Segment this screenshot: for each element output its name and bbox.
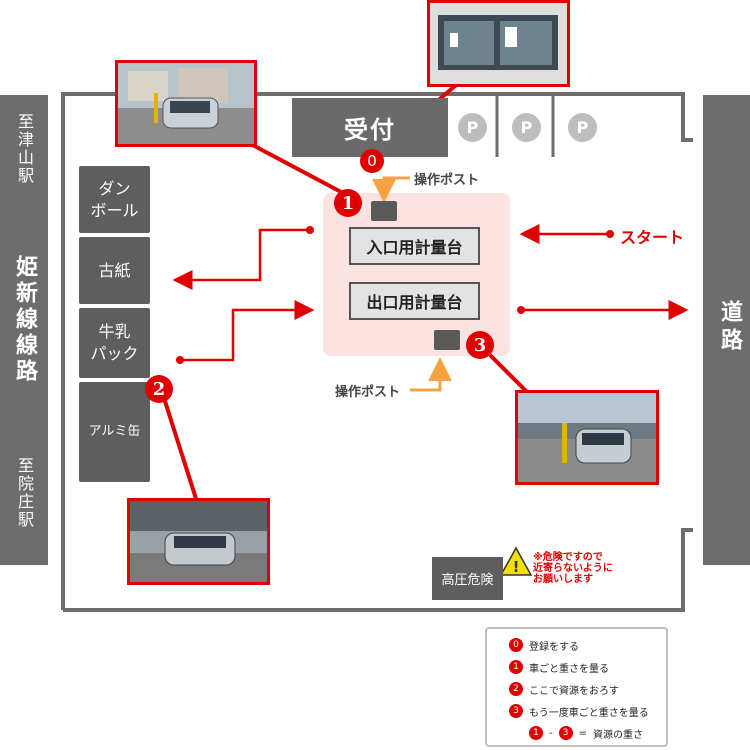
legend-item: 0 登録をする: [487, 634, 666, 656]
step-marker-1: 1: [334, 189, 362, 217]
legend-number: 3: [558, 726, 573, 740]
bin-aluminum-can: アルミ缶: [79, 382, 150, 482]
reception-photo: [430, 3, 567, 84]
parking-icon: P: [568, 113, 597, 142]
legend-number: 3: [509, 704, 523, 718]
photo-exit-scale: [515, 390, 659, 485]
legend-item: 3 もう一度車ごと重さを量る: [487, 700, 666, 722]
reception-label: 受付: [344, 116, 396, 144]
parking-icon: P: [458, 113, 487, 142]
legend-number: 1: [509, 660, 523, 674]
parking-icon: P: [512, 113, 541, 142]
car-photo: [518, 393, 656, 482]
legend: 0 登録をする 1 車ごと重さを量る 2 ここで資源をおろす 3 もう一度車ごと…: [485, 627, 668, 747]
right-road: 道路: [703, 95, 750, 565]
photo-reception: [427, 0, 570, 87]
bin-cardboard: ダン ボール: [79, 166, 150, 233]
photo-unloading: [127, 498, 270, 585]
high-voltage-box: 高圧危険: [432, 557, 503, 600]
operation-post-entry: [371, 201, 397, 221]
car-photo: [130, 501, 267, 582]
bin-waste-paper: 古紙: [79, 237, 150, 304]
legend-number: 2: [509, 682, 523, 696]
step-marker-0: 0: [360, 149, 384, 173]
car-photo: [118, 63, 254, 144]
step-marker-2: 2: [145, 375, 173, 403]
legend-number: 1: [529, 726, 543, 740]
legend-item: 2 ここで資源をおろす: [487, 678, 666, 700]
legend-formula-text: 資源の重さ: [593, 729, 643, 741]
legend-formula: 1 - 3 = 資源の重さ: [487, 722, 666, 744]
legend-text: もう一度車ごと重さを量る: [529, 707, 649, 719]
operation-post-label: 操作ポスト: [335, 385, 401, 400]
step-marker-3: 3: [466, 331, 494, 359]
operation-post-label: 操作ポスト: [414, 173, 480, 188]
legend-number: 0: [509, 638, 523, 652]
reception-booth: 受付: [292, 98, 448, 157]
bin-milk-carton: 牛乳 パック: [79, 308, 150, 378]
legend-text: 登録をする: [529, 641, 579, 653]
start-label: スタート: [620, 228, 685, 247]
road-label: 道路: [717, 300, 742, 356]
site-boundary-bottom: [63, 528, 693, 612]
station-bottom-label: 至院庄駅: [15, 457, 34, 529]
svg-text:!: !: [513, 558, 520, 576]
legend-item: 1 車ごと重さを量る: [487, 656, 666, 678]
site-boundary: [61, 92, 693, 610]
legend-text: ここで資源をおろす: [529, 685, 619, 697]
operation-post-exit: [434, 330, 460, 350]
exit-scale: 出口用計量台: [349, 282, 480, 320]
railway-line-label: 姫新線線路: [12, 255, 37, 385]
legend-text: 車ごと重さを量る: [529, 663, 609, 675]
photo-entry-scale: [115, 60, 257, 147]
entry-scale: 入口用計量台: [349, 227, 480, 265]
warning-triangle-icon: [499, 546, 533, 576]
hazard-warning-text: ※危険ですので 近寄らないように お願いします: [533, 552, 613, 585]
left-road: 至津山駅 姫新線線路 至院庄駅: [0, 95, 48, 565]
station-top-label: 至津山駅: [15, 113, 34, 185]
